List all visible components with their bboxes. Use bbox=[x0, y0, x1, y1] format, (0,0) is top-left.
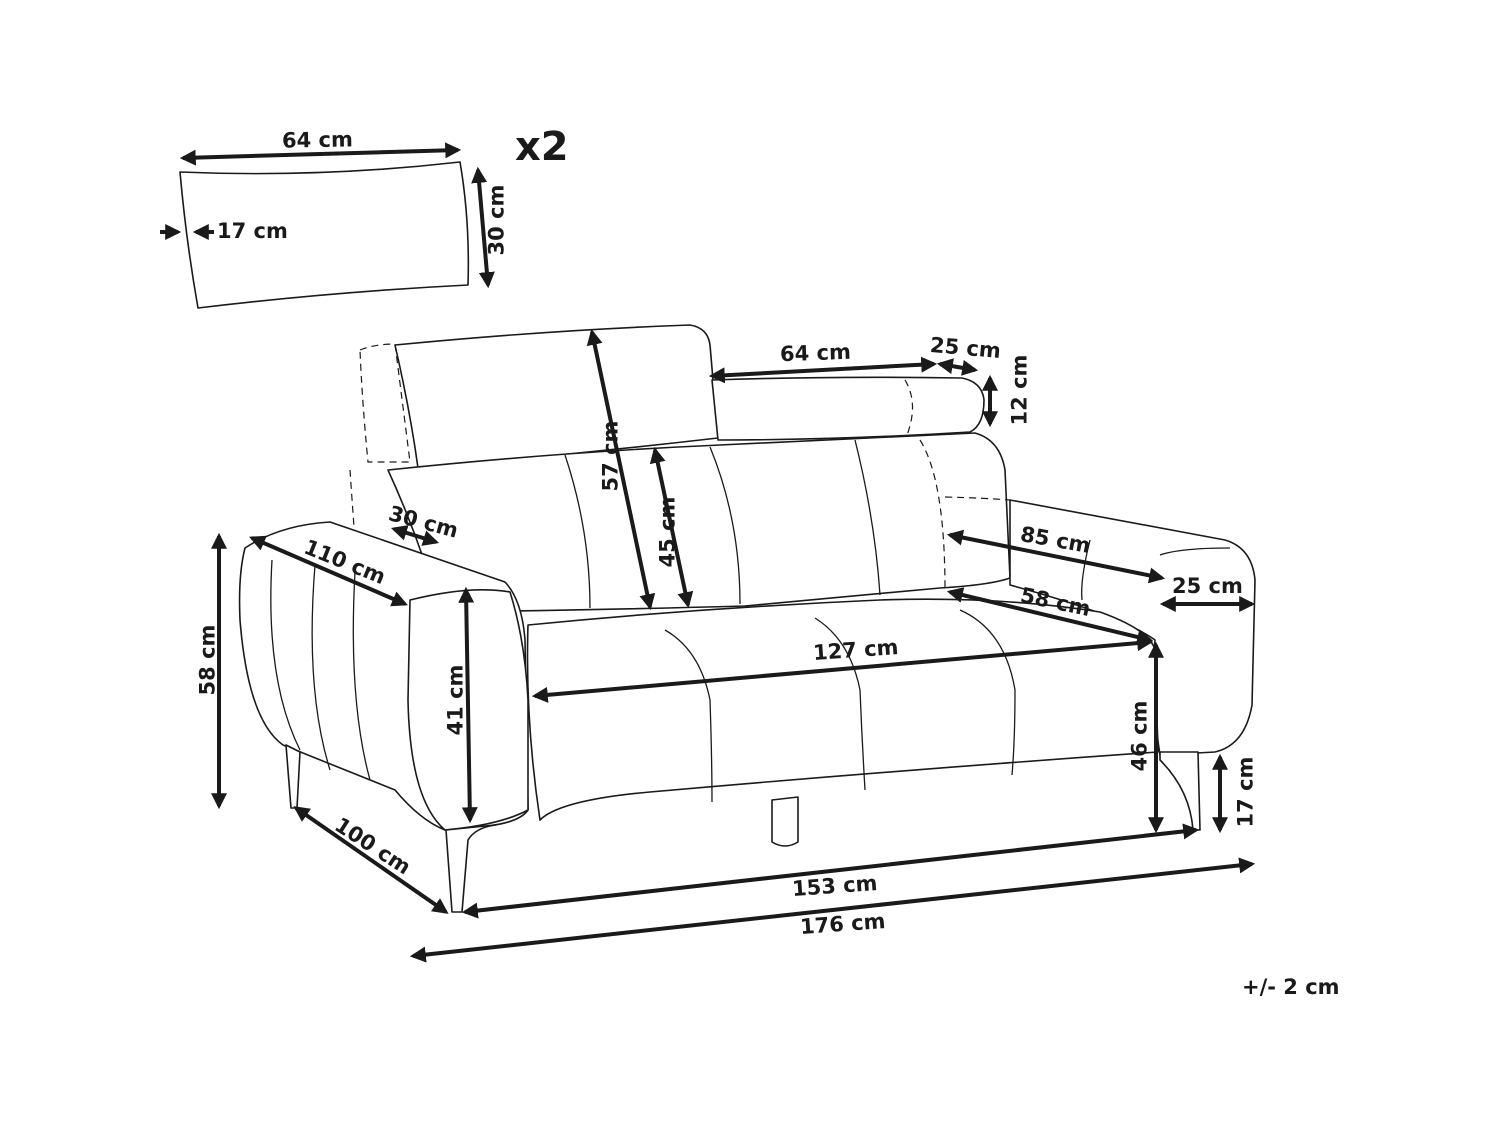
cushion-outline bbox=[179, 161, 470, 309]
tolerance-label: +/- 2 cm bbox=[1242, 975, 1340, 999]
armrest-height-label: 41 cm bbox=[443, 664, 468, 736]
backrest-height-label: 45 cm bbox=[655, 496, 680, 568]
cushion-depth-label: 17 cm bbox=[217, 219, 288, 243]
cushion-quantity-label: x2 bbox=[515, 124, 569, 170]
cushion-width-label: 64 cm bbox=[281, 127, 354, 153]
cushion-height-label: 30 cm bbox=[484, 184, 509, 256]
overall-height-label: 58 cm bbox=[195, 624, 220, 696]
headrest-total-height-label: 57 cm bbox=[598, 420, 623, 492]
armrest-width-label: 25 cm bbox=[1172, 574, 1243, 598]
headrest-width-label: 64 cm bbox=[779, 339, 852, 367]
leg-height-label: 17 cm bbox=[1233, 756, 1258, 828]
headrest-thickness-label: 12 cm bbox=[1007, 354, 1032, 426]
seat-height-label: 46 cm bbox=[1127, 700, 1152, 772]
